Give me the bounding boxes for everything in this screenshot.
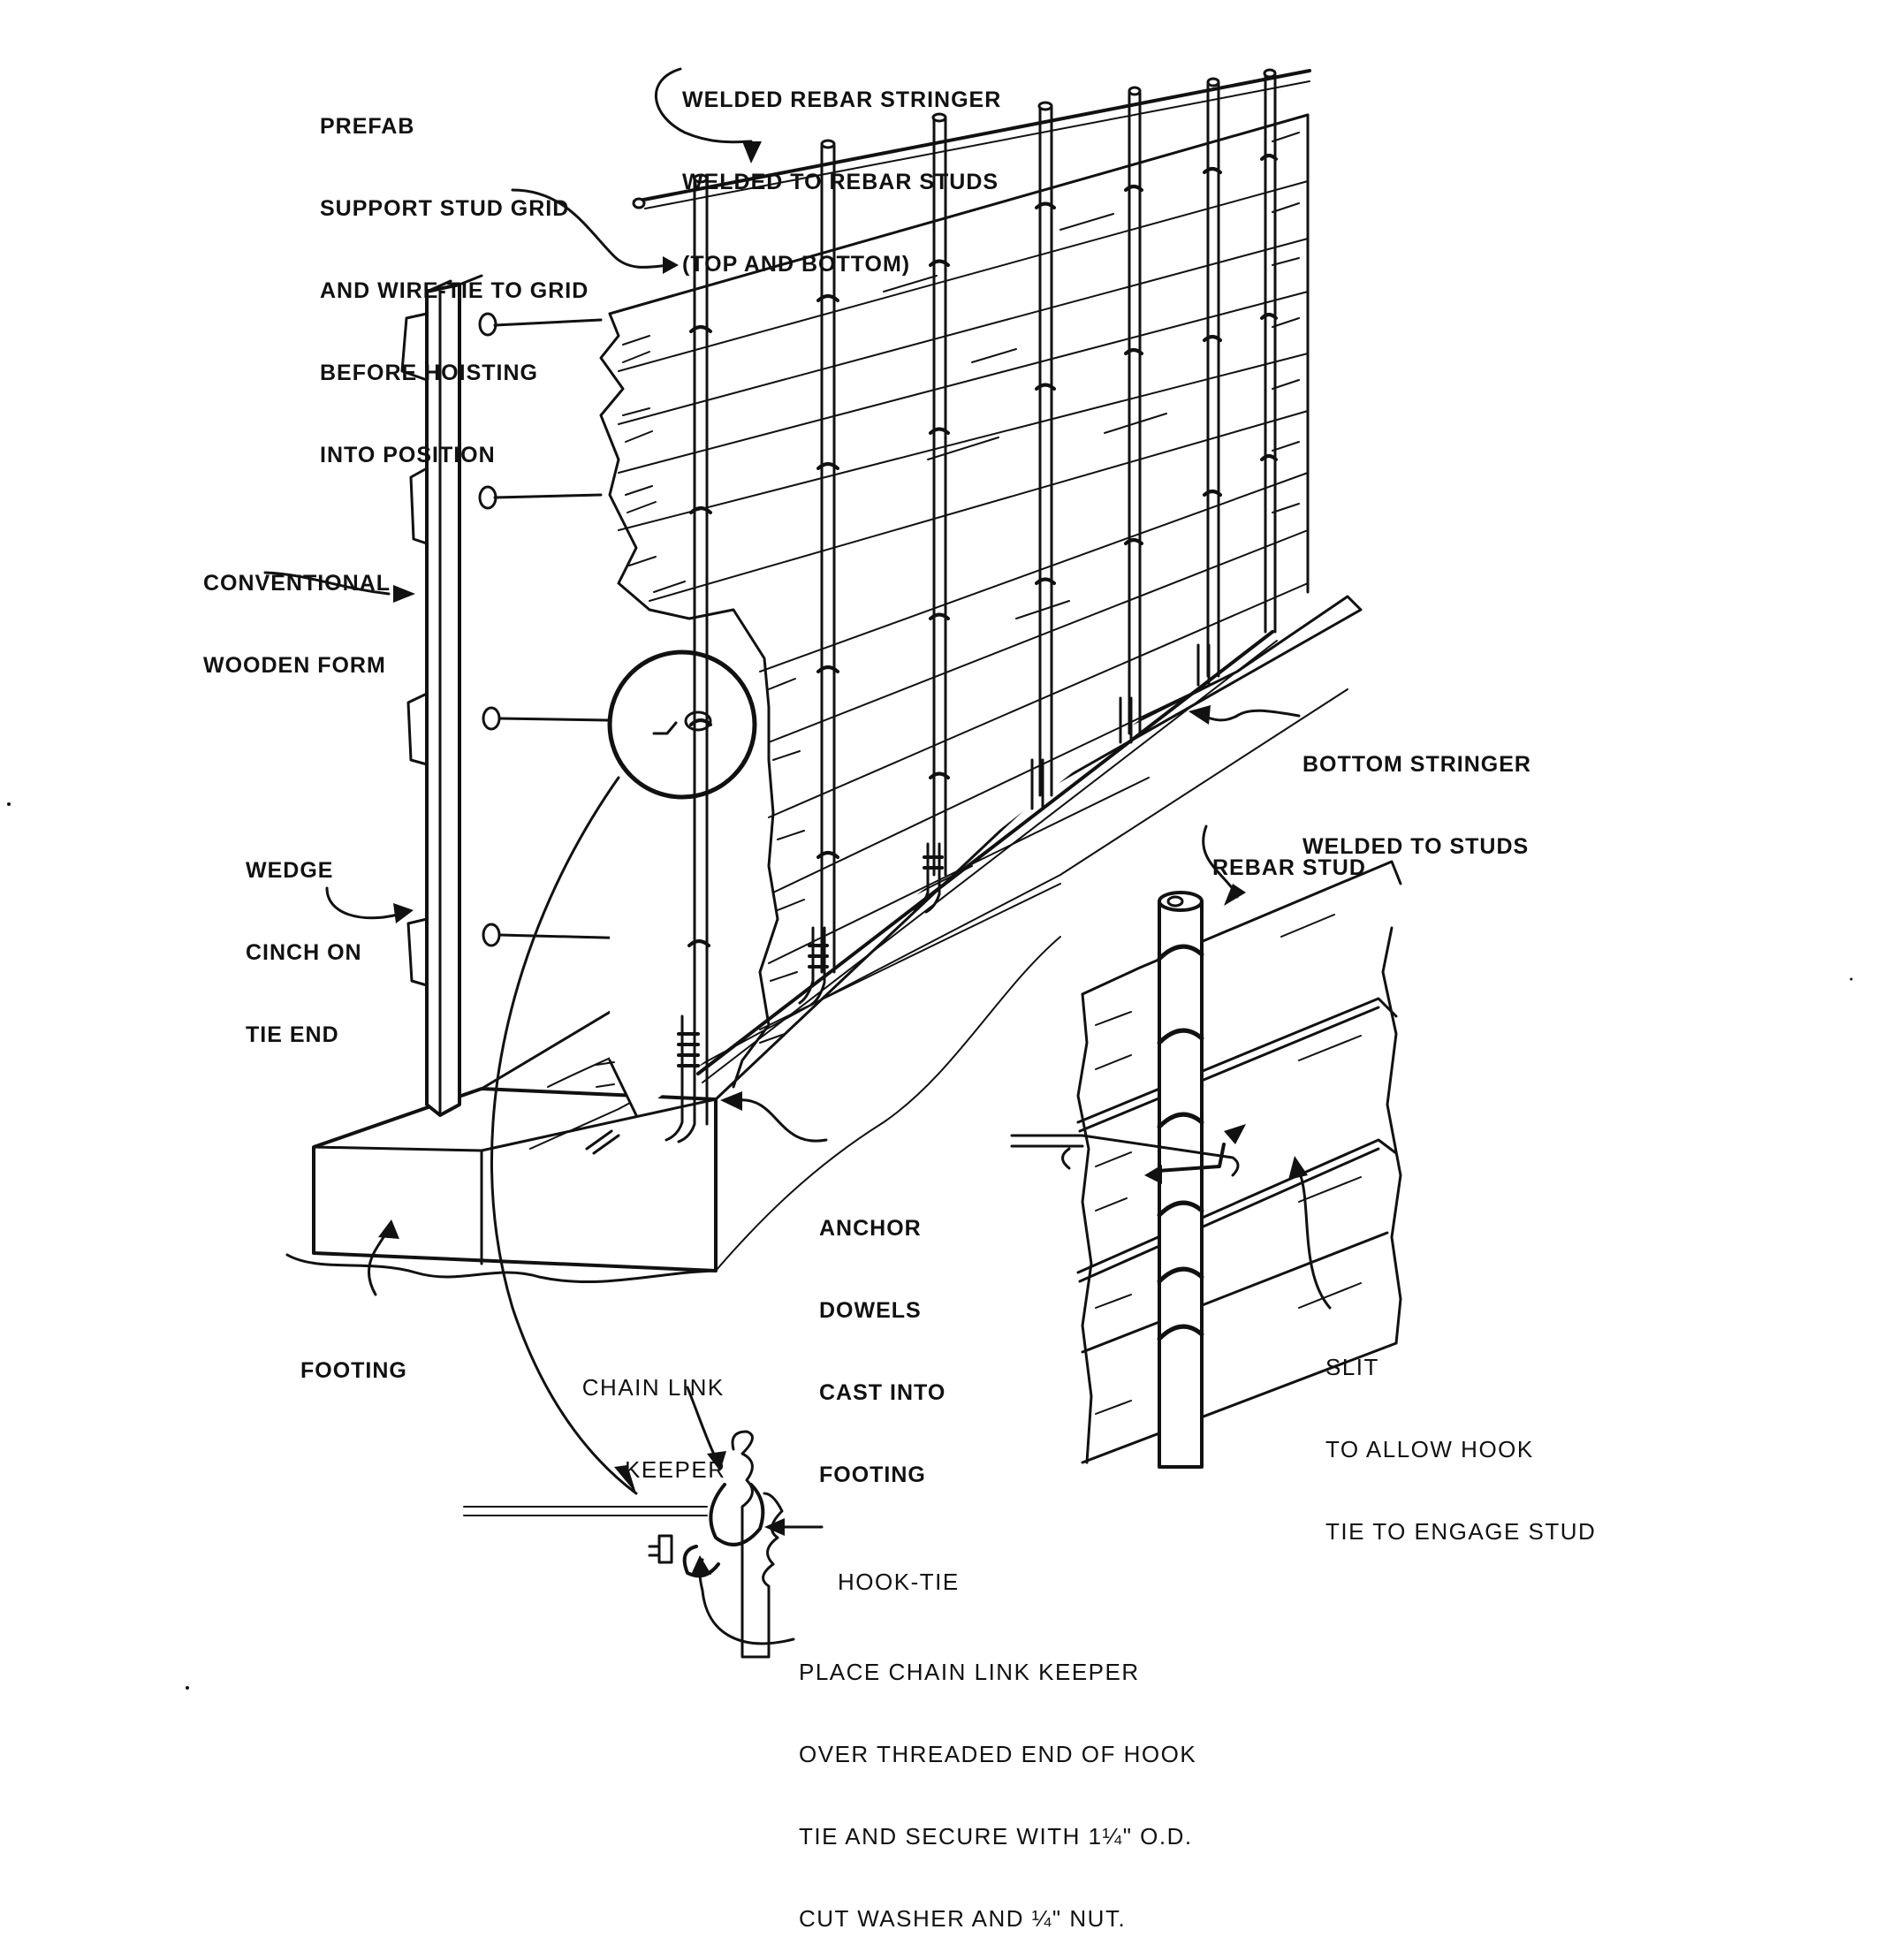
top-stringer	[632, 69, 1311, 209]
place-keeper-label: PLACE CHAIN LINK KEEPER OVER THREADED EN…	[799, 1604, 1196, 1960]
welded-stringer-line-2: WELDED TO REBAR STUDS	[682, 170, 999, 194]
back-form-boards	[599, 113, 1310, 1117]
tie-rods	[478, 312, 673, 947]
anchor-dowels-line-1: ANCHOR	[819, 1216, 922, 1241]
slit-line-1: SLIT	[1325, 1354, 1379, 1380]
anchor-dowels	[585, 643, 1211, 1155]
formwork-diagram	[7, 67, 1853, 1690]
prefab-line-4: BEFORE HOISTING	[320, 361, 538, 385]
prefab-line-5: INTO POSITION	[320, 443, 496, 467]
bottom-stringer	[696, 630, 1278, 1083]
bottom-stringer-label: BOTTOM STRINGER WELDED TO STUDS	[1302, 696, 1531, 888]
chain-link-keeper-detail	[463, 1430, 784, 1659]
place-keeper-line-4: CUT WASHER AND ¼" NUT.	[799, 1905, 1127, 1932]
wedge-cinch-line-2: CINCH ON	[246, 940, 362, 965]
hook-tie-detail	[1010, 1124, 1246, 1184]
conventional-form-label: CONVENTIONAL WOODEN FORM	[203, 515, 391, 707]
slit-line-2: TO ALLOW HOOK	[1325, 1436, 1534, 1462]
wedge-cinch-line-3: TIE END	[246, 1022, 339, 1047]
anchor-dowels-line-4: FOOTING	[819, 1462, 926, 1487]
slit-line-3: TIE TO ENGAGE STUD	[1325, 1518, 1597, 1545]
rebar-studs	[687, 68, 1278, 1126]
welded-stringer-line-1: WELDED REBAR STRINGER	[682, 87, 1002, 112]
footing-line-1: FOOTING	[300, 1358, 407, 1383]
wedge-cinch-label: WEDGE CINCH ON TIE END	[246, 802, 362, 1076]
place-keeper-line-2: OVER THREADED END OF HOOK	[799, 1741, 1197, 1767]
prefab-line-2: SUPPORT STUD GRID	[320, 196, 570, 221]
anchor-dowels-line-3: CAST INTO	[819, 1380, 946, 1405]
chain-link-keeper-line-2: KEEPER	[625, 1456, 726, 1483]
conventional-form-line-1: CONVENTIONAL	[203, 571, 391, 596]
scan-specks	[7, 802, 1853, 1690]
chain-link-keeper-line-1: CHAIN LINK	[581, 1374, 725, 1401]
leader-arrows	[263, 67, 1332, 1645]
anchor-dowels-line-2: DOWELS	[819, 1298, 922, 1323]
rebar-stud-line-1: REBAR STUD	[1212, 855, 1366, 880]
bottom-stringer-line-1: BOTTOM STRINGER	[1302, 752, 1531, 777]
prefab-line-1: PREFAB	[320, 114, 415, 139]
rebar-stud-label: REBAR STUD	[1212, 800, 1366, 909]
bottom-stringer-line-2: WELDED TO STUDS	[1302, 834, 1530, 859]
wedge-cinch-line-1: WEDGE	[246, 858, 334, 883]
footing-label: FOOTING	[300, 1303, 407, 1412]
rebar-stud-detail	[1010, 860, 1402, 1469]
detail-callout-circle	[490, 650, 757, 1495]
hook-tie-line-1: HOOK-TIE	[838, 1569, 960, 1595]
welded-stringer-line-3: (TOP AND BOTTOM)	[682, 252, 911, 277]
anchor-dowels-label: ANCHOR DOWELS CAST INTO FOOTING	[819, 1160, 946, 1516]
prefab-label: PREFAB SUPPORT STUD GRID AND WIRE-TIE TO…	[320, 58, 589, 497]
slit-label: SLIT TO ALLOW HOOK TIE TO ENGAGE STUD	[1325, 1299, 1596, 1573]
place-keeper-line-1: PLACE CHAIN LINK KEEPER	[799, 1659, 1140, 1685]
hook-tie-label: HOOK-TIE	[838, 1514, 960, 1623]
prefab-line-3: AND WIRE-TIE TO GRID	[320, 278, 589, 303]
place-keeper-line-3: TIE AND SECURE WITH 1¼" O.D.	[799, 1823, 1193, 1850]
welded-stringer-label: WELDED REBAR STRINGER WELDED TO REBAR ST…	[682, 32, 1001, 306]
wooden-form-panel	[400, 274, 673, 1117]
conventional-form-line-2: WOODEN FORM	[203, 653, 386, 678]
chain-link-keeper-label: CHAIN LINK KEEPER	[581, 1319, 726, 1511]
